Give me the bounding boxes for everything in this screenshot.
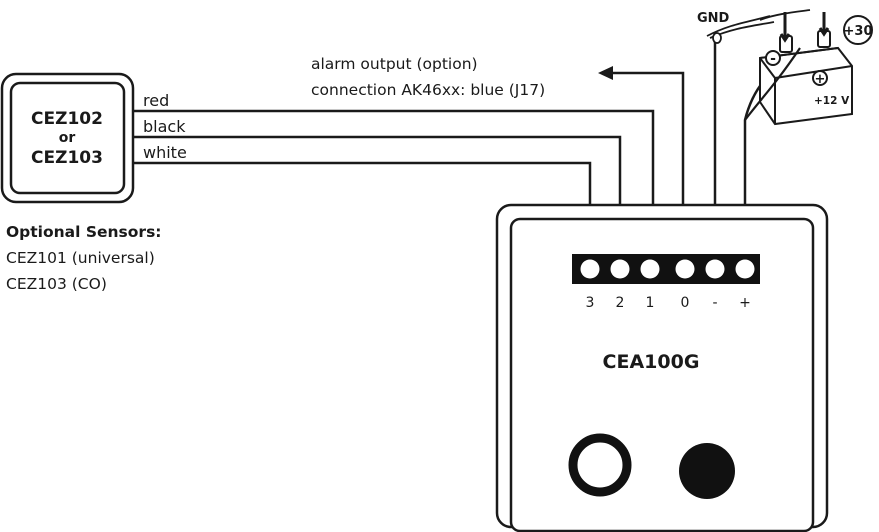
terminal-0 xyxy=(675,259,695,279)
terminal-1 xyxy=(640,259,660,279)
battery-voltage: +12 V xyxy=(814,95,850,107)
sensor-name-2: CEZ103 xyxy=(31,148,103,168)
sensor-name-1: CEZ102 xyxy=(31,109,103,129)
plus30-badge xyxy=(843,15,873,45)
alarm-label-1: alarm output (option) xyxy=(311,55,478,73)
device-name: CEA100G xyxy=(603,351,700,373)
terminal-label-minus: - xyxy=(712,295,717,311)
optional-sensor-2: CEZ103 (CO) xyxy=(6,275,107,293)
optional-sensor-1: CEZ101 (universal) xyxy=(6,249,155,267)
alarm-arrow-icon xyxy=(598,66,613,80)
alarm-label-2: connection AK46xx: blue (J17) xyxy=(311,81,545,99)
battery-plus: + xyxy=(815,72,826,87)
battery-icon xyxy=(744,9,853,126)
terminal-label-3: 3 xyxy=(586,295,595,311)
wire-red xyxy=(133,109,661,253)
terminal-label-2: 2 xyxy=(616,295,625,311)
sensor-box: CEZ102 or CEZ103 xyxy=(0,72,135,204)
sensor-ring-icon xyxy=(568,433,632,497)
wire-label-red: red xyxy=(143,91,169,110)
terminal-minus xyxy=(705,259,725,279)
terminal-label-0: 0 xyxy=(681,295,690,311)
terminal-plus xyxy=(735,259,755,279)
terminal-3 xyxy=(580,259,600,279)
sensor-dot-icon xyxy=(679,443,735,499)
gnd-cable xyxy=(706,15,775,44)
battery-minus: - xyxy=(770,51,776,67)
sensor-or: or xyxy=(59,130,76,146)
terminal-2 xyxy=(610,259,630,279)
terminal-strip xyxy=(572,254,760,284)
optional-sensors-title: Optional Sensors: xyxy=(6,223,162,241)
terminal-label-plus: + xyxy=(739,295,751,311)
terminal-label-1: 1 xyxy=(646,295,655,311)
plus30-label: +30 xyxy=(844,24,873,39)
gnd-label: GND xyxy=(697,11,730,26)
wire-label-black: black xyxy=(143,117,186,136)
cea100g-device: 3 2 1 0 - + CEA100G xyxy=(495,203,829,532)
alarm-output-line xyxy=(598,66,685,255)
wire-label-white: white xyxy=(143,143,187,162)
